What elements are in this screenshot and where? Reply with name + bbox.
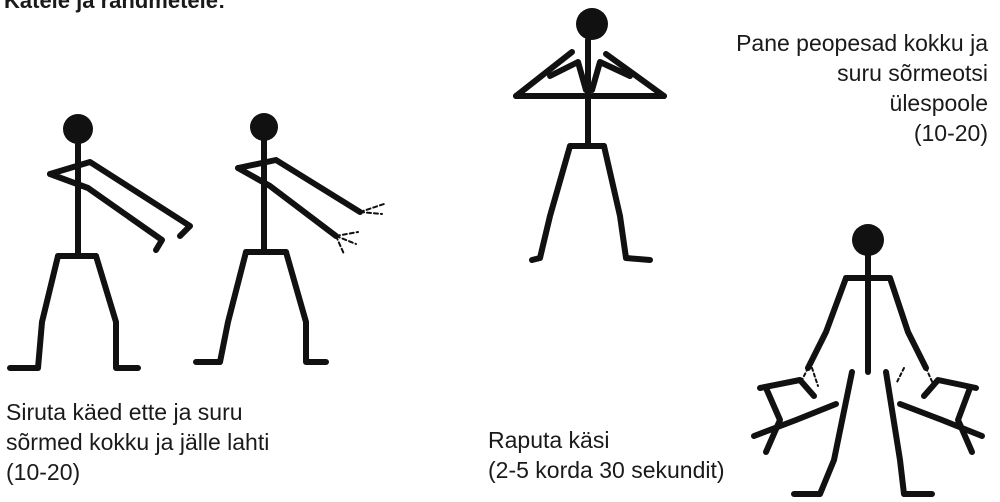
left-leg: [10, 256, 58, 368]
right-arm: [890, 278, 926, 368]
left-hand-motion-c: [766, 388, 780, 452]
figure-arms-forward: [10, 114, 190, 368]
right-leg: [96, 256, 138, 368]
figure-fingers-open: [196, 113, 360, 362]
finger-spread-marks: [336, 204, 384, 254]
head-icon: [250, 113, 278, 141]
lower-arm: [238, 168, 336, 236]
caption-line: sõrmed kokku ja jälle lahti: [6, 427, 269, 457]
head-icon: [63, 114, 93, 144]
caption-line: (2-5 korda 30 sekundit): [488, 455, 725, 485]
head-icon: [576, 8, 608, 40]
figure-palms-together: [516, 8, 664, 260]
upper-arm-right: [606, 54, 664, 96]
figure-shaking-hands: [754, 224, 982, 494]
left-leg: [196, 252, 246, 362]
left-leg: [532, 146, 570, 260]
right-leg: [604, 146, 650, 260]
caption-line: (10-20): [736, 118, 988, 148]
right-hand-motion-b: [900, 404, 982, 436]
caption-line: Raputa käsi: [488, 425, 725, 455]
lower-arm: [50, 174, 162, 250]
caption-line: suru sõrmeotsi: [736, 58, 988, 88]
caption-line: ülespoole: [736, 88, 988, 118]
caption-shaking-hands: Raputa käsi (2-5 korda 30 sekundit): [488, 425, 725, 485]
right-leg: [286, 252, 326, 362]
caption-palms-together: Pane peopesad kokku ja suru sõrmeotsi ül…: [736, 28, 988, 148]
upper-arm: [50, 162, 190, 236]
left-leg: [794, 372, 852, 494]
upper-arm-left: [516, 52, 572, 96]
page-heading: Kätele ja randmetele:: [4, 0, 225, 14]
left-arm: [808, 278, 846, 368]
caption-line: (10-20): [6, 457, 269, 487]
caption-line: Pane peopesad kokku ja: [736, 28, 988, 58]
caption-arms-forward: Siruta käed ette ja suru sõrmed kokku ja…: [6, 397, 269, 487]
upper-arm: [238, 160, 360, 212]
head-icon: [852, 224, 884, 256]
right-hand-motion-c: [958, 388, 972, 452]
left-hand-motion-b: [754, 404, 836, 436]
caption-line: Siruta käed ette ja suru: [6, 397, 269, 427]
